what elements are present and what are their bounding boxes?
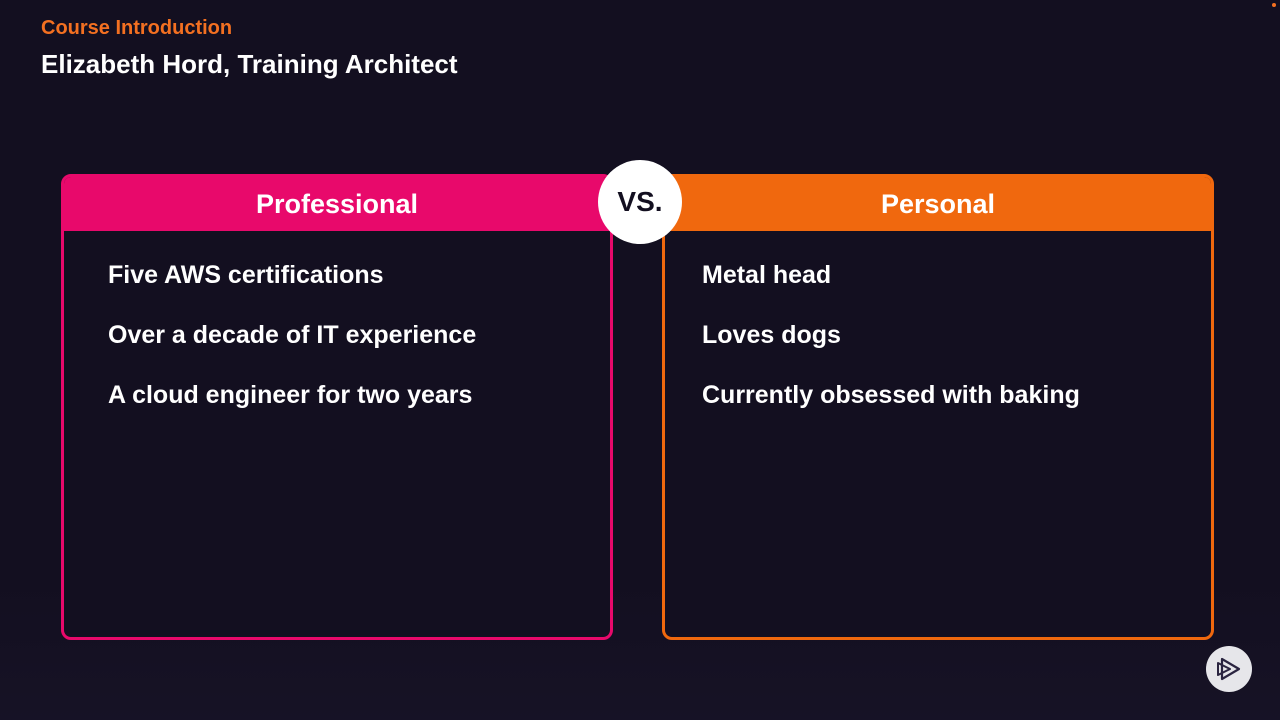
- personal-list: Metal head Loves dogs Currently obsessed…: [665, 231, 1211, 425]
- personal-heading: Personal: [665, 177, 1211, 231]
- list-item: Currently obsessed with baking: [702, 381, 1080, 409]
- list-item: Loves dogs: [702, 321, 841, 349]
- list-item: Over a decade of IT experience: [108, 321, 477, 349]
- slide-header: Course Introduction Elizabeth Hord, Trai…: [41, 16, 458, 80]
- professional-panel: Professional Five AWS certifications Ove…: [61, 174, 613, 640]
- section-eyebrow: Course Introduction: [41, 17, 233, 39]
- professional-list: Five AWS certifications Over a decade of…: [64, 231, 610, 425]
- corner-dot: [1272, 3, 1276, 7]
- play-logo-icon: [1206, 646, 1252, 692]
- list-item: Five AWS certifications: [108, 261, 384, 289]
- vs-badge: VS.: [598, 160, 682, 244]
- list-item: A cloud engineer for two years: [108, 381, 473, 409]
- personal-panel: Personal Metal head Loves dogs Currently…: [662, 174, 1214, 640]
- professional-heading: Professional: [64, 177, 610, 231]
- slide-title: Elizabeth Hord, Training Architect: [41, 49, 458, 79]
- list-item: Metal head: [702, 261, 832, 289]
